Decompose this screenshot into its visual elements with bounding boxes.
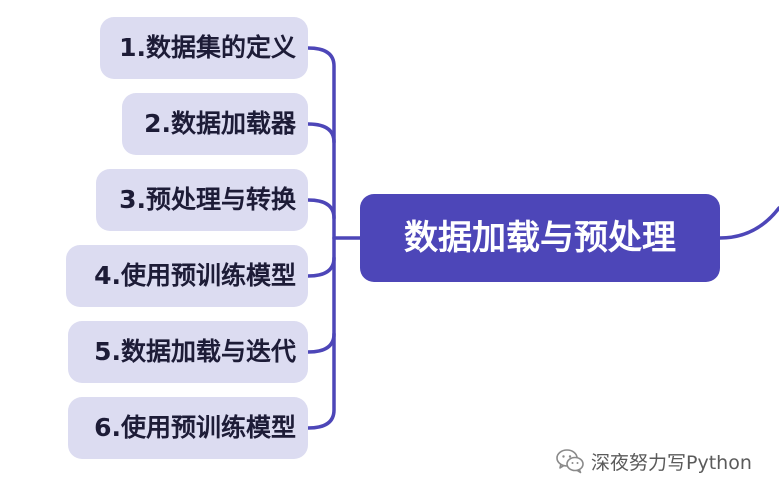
- root-node-label: 数据加载与预处理: [404, 218, 676, 258]
- watermark-text: 深夜努力写Python: [591, 451, 752, 474]
- child-node-1[interactable]: 1.数据集的定义: [100, 17, 308, 79]
- child-node-label: 5.数据加载与迭代: [94, 337, 296, 366]
- child-node-label: 3.预处理与转换: [119, 185, 296, 214]
- watermark: 深夜努力写Python: [555, 445, 752, 477]
- child-node-6[interactable]: 6.使用预训练模型: [68, 397, 308, 459]
- connector-child-4: [306, 256, 336, 278]
- child-node-2[interactable]: 2.数据加载器: [122, 93, 308, 155]
- connector-child-3: [306, 198, 336, 220]
- root-node[interactable]: 数据加载与预处理: [360, 194, 720, 282]
- child-node-label: 6.使用预训练模型: [94, 413, 296, 442]
- connector-child-5: [306, 332, 336, 354]
- connector-child-2: [306, 122, 336, 144]
- child-node-5[interactable]: 5.数据加载与迭代: [68, 321, 308, 383]
- wechat-icon: [556, 449, 584, 474]
- child-node-label: 4.使用预训练模型: [94, 261, 296, 290]
- connector-spine: [306, 46, 336, 430]
- child-node-label: 1.数据集的定义: [119, 33, 296, 62]
- child-node-3[interactable]: 3.预处理与转换: [96, 169, 308, 231]
- child-node-label: 2.数据加载器: [144, 109, 296, 138]
- connector-parent: [718, 206, 779, 240]
- child-node-4[interactable]: 4.使用预训练模型: [66, 245, 308, 307]
